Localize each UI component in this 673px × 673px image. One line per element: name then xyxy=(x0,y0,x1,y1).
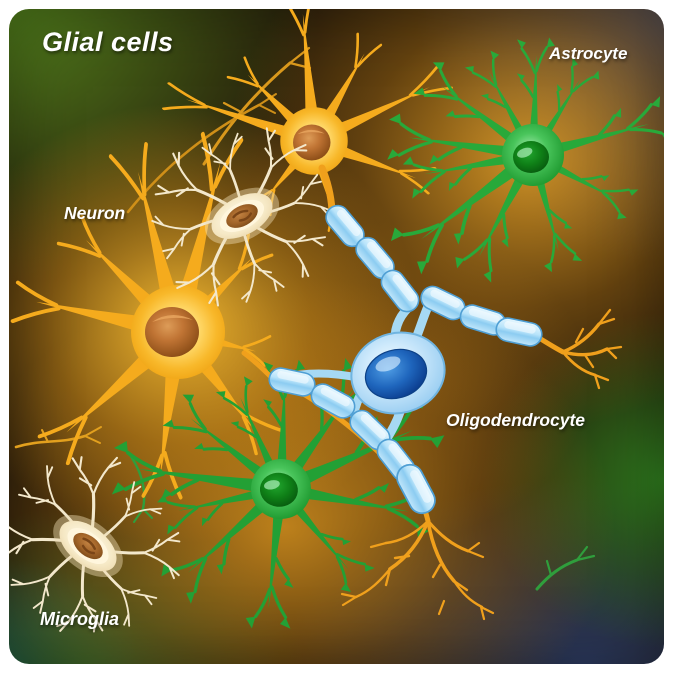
cells-artwork xyxy=(9,9,664,664)
label-astrocyte: Astrocyte xyxy=(549,44,628,63)
oligodendrocyte-complex xyxy=(241,164,623,621)
page-title: Glial cells xyxy=(42,27,174,57)
neuron-cell-large xyxy=(10,131,285,500)
background-gradient xyxy=(9,9,664,664)
axon-terminal-bottom xyxy=(340,489,495,621)
astrocyte-cell-lower xyxy=(105,353,450,634)
astrocyte-nucleus xyxy=(513,141,549,173)
neuron-cell-small xyxy=(159,9,453,232)
label-microglia: Microglia xyxy=(40,609,120,629)
neuron-nucleus xyxy=(145,307,199,357)
astrocyte-cell xyxy=(381,35,664,288)
axon-terminal-right xyxy=(531,308,623,390)
label-neuron: Neuron xyxy=(64,203,126,223)
neuron-nucleus xyxy=(293,124,331,161)
label-oligodendrocyte: Oligodendrocyte xyxy=(446,410,586,430)
